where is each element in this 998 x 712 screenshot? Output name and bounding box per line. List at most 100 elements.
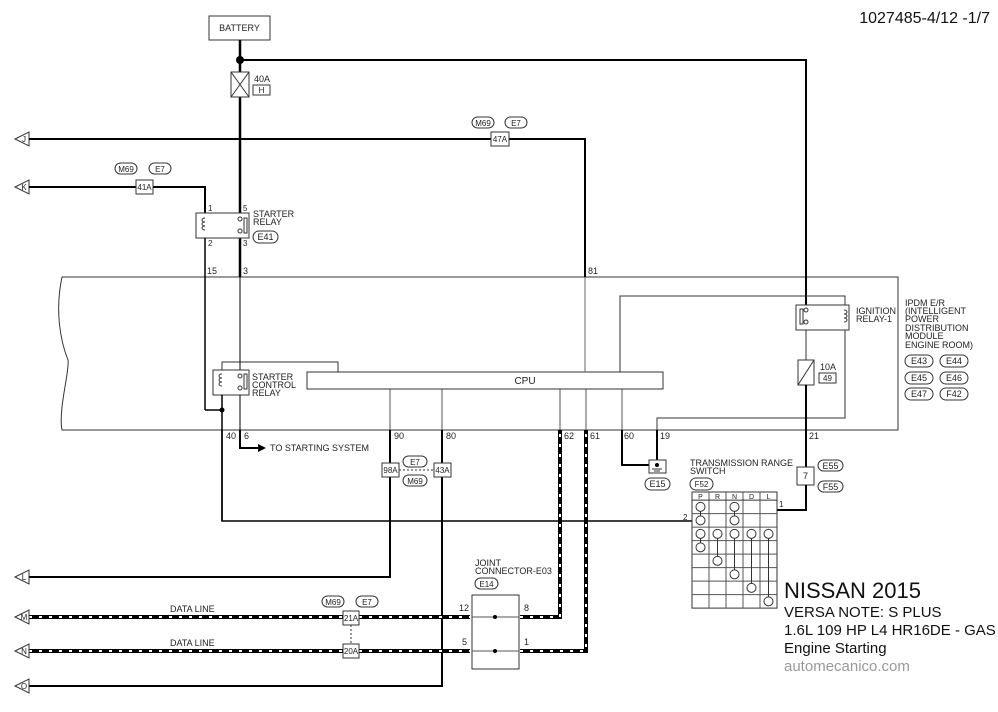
- pin-label: 81: [588, 266, 598, 276]
- switch-contact: [695, 515, 706, 526]
- fuse-40a: [230, 71, 250, 98]
- ipdm-connectors: E43 E44 E45 E46 E47 F42: [904, 354, 969, 401]
- ipdm-module-box: [58, 276, 899, 431]
- cpu-label: CPU: [514, 376, 535, 387]
- connector-tag: M69: [118, 165, 134, 174]
- svg-text:(INTELLIGENT: (INTELLIGENT: [905, 306, 967, 316]
- starter-relay-connector: E41: [257, 232, 273, 242]
- offpage-connector-m[interactable]: M: [13, 609, 30, 625]
- svg-text:MODULE: MODULE: [905, 331, 944, 341]
- title-block: NISSAN 2015 VERSA NOTE: S PLUS 1.6L 109 …: [784, 578, 996, 676]
- connector-20a: 20A: [344, 647, 359, 656]
- svg-text:E45: E45: [911, 373, 927, 383]
- starter-relay-label: STARTER: [253, 209, 295, 219]
- connector-tag: E7: [410, 458, 420, 467]
- joint-connector-id: E14: [479, 580, 494, 589]
- data-line-label: DATA LINE: [170, 604, 215, 614]
- pin-label: 1: [779, 500, 784, 509]
- svg-text:O: O: [21, 682, 27, 691]
- connector-41a: 41A: [137, 183, 152, 192]
- pin-label: 5: [462, 637, 467, 647]
- pin-label: 15: [207, 266, 217, 276]
- shift-position-label: P: [698, 494, 703, 501]
- switch-contact: [695, 501, 706, 512]
- source-watermark: automecanico.com: [784, 658, 910, 676]
- data-line-label: DATA LINE: [170, 638, 215, 648]
- connector-tag: E7: [511, 119, 521, 128]
- connector-21a: 21A: [344, 614, 359, 623]
- fuse-10a: [797, 359, 815, 386]
- switch-contact: [712, 555, 723, 566]
- svg-text:E47: E47: [911, 389, 927, 399]
- model: VERSA NOTE: S PLUS: [784, 604, 942, 622]
- offpage-connector-o[interactable]: O: [13, 678, 30, 694]
- transmission-switch-label-2: SWITCH: [690, 466, 726, 476]
- offpage-connector-n[interactable]: N: [13, 643, 30, 659]
- switch-contact: [729, 569, 740, 580]
- svg-text:E46: E46: [946, 373, 962, 383]
- fuse-40a-rating: 40A: [254, 74, 270, 84]
- svg-text:M: M: [21, 613, 28, 622]
- pin-label: 1: [524, 637, 529, 647]
- connector-tag: F55: [823, 482, 839, 492]
- ipdm-label: IPDM E/R (INTELLIGENT POWER DISTRIBUTION…: [905, 298, 973, 350]
- shift-position-label: N: [732, 494, 737, 501]
- ignition-relay-label: IGNITION: [856, 306, 896, 316]
- pin-label: 61: [590, 431, 600, 441]
- pin-label: 62: [564, 431, 574, 441]
- pin-label: 90: [394, 431, 404, 441]
- svg-text:ENGINE ROOM): ENGINE ROOM): [905, 340, 973, 350]
- battery-label: BATTERY: [219, 23, 260, 33]
- pin-label: 3: [243, 239, 248, 248]
- connector-tag: M69: [475, 119, 491, 128]
- fuse-10a-rating: 10A: [820, 362, 836, 372]
- to-starting-system-label: TO STARTING SYSTEM: [270, 443, 369, 453]
- switch-contact: [729, 501, 740, 512]
- starter-control-relay: [212, 369, 250, 396]
- svg-text:IPDM E/R: IPDM E/R: [905, 298, 946, 308]
- pin-label: 19: [660, 431, 670, 441]
- pin-label: 60: [624, 431, 634, 441]
- offpage-connector-l[interactable]: L: [13, 569, 30, 585]
- data-line-n: [29, 430, 588, 653]
- shift-position-label: L: [767, 494, 771, 501]
- svg-text:N: N: [21, 647, 27, 656]
- switch-contact: [763, 528, 774, 539]
- starter-control-relay-label-2: CONTROL: [252, 380, 296, 390]
- starter-relay: [195, 212, 250, 239]
- connector-tag: E7: [155, 165, 165, 174]
- pin-label: 1: [208, 204, 213, 213]
- ground-icon: [648, 459, 667, 474]
- svg-text:K: K: [21, 183, 27, 192]
- svg-text:J: J: [22, 135, 26, 144]
- pin-label: 40: [226, 431, 236, 441]
- switch-contact: [712, 528, 723, 539]
- svg-text:DISTRIBUTION: DISTRIBUTION: [905, 323, 969, 333]
- switch-contact: [695, 528, 706, 539]
- offpage-connector-j[interactable]: J: [13, 131, 30, 147]
- ignition-relay: [795, 304, 850, 331]
- switch-contact: [729, 528, 740, 539]
- pin-label: 7: [803, 471, 808, 481]
- ignition-relay-label-2: RELAY-1: [856, 314, 892, 324]
- pin-label: 2: [208, 239, 213, 248]
- make-year: NISSAN 2015: [784, 578, 921, 603]
- starter-control-relay-label: STARTER: [252, 372, 294, 382]
- switch-contact: [746, 582, 757, 593]
- engine: 1.6L 109 HP L4 HR16DE - GAS: [784, 622, 996, 640]
- joint-connector-label: JOINT: [475, 558, 502, 568]
- offpage-connector-k[interactable]: K: [13, 179, 30, 195]
- joint-connector: [471, 594, 520, 670]
- connector-98a: 98A: [383, 466, 398, 475]
- document-id: 1027485-4/12 -1/7: [859, 10, 990, 27]
- shift-position-label: R: [715, 494, 720, 501]
- fuse-10a-id: 49: [823, 374, 832, 383]
- svg-text:L: L: [22, 573, 27, 582]
- system-name: Engine Starting: [784, 640, 887, 658]
- pin-label: 8: [524, 603, 529, 613]
- svg-text:POWER: POWER: [905, 314, 940, 324]
- transmission-switch-connector: F52: [695, 480, 709, 489]
- ground-connector: E15: [649, 479, 665, 489]
